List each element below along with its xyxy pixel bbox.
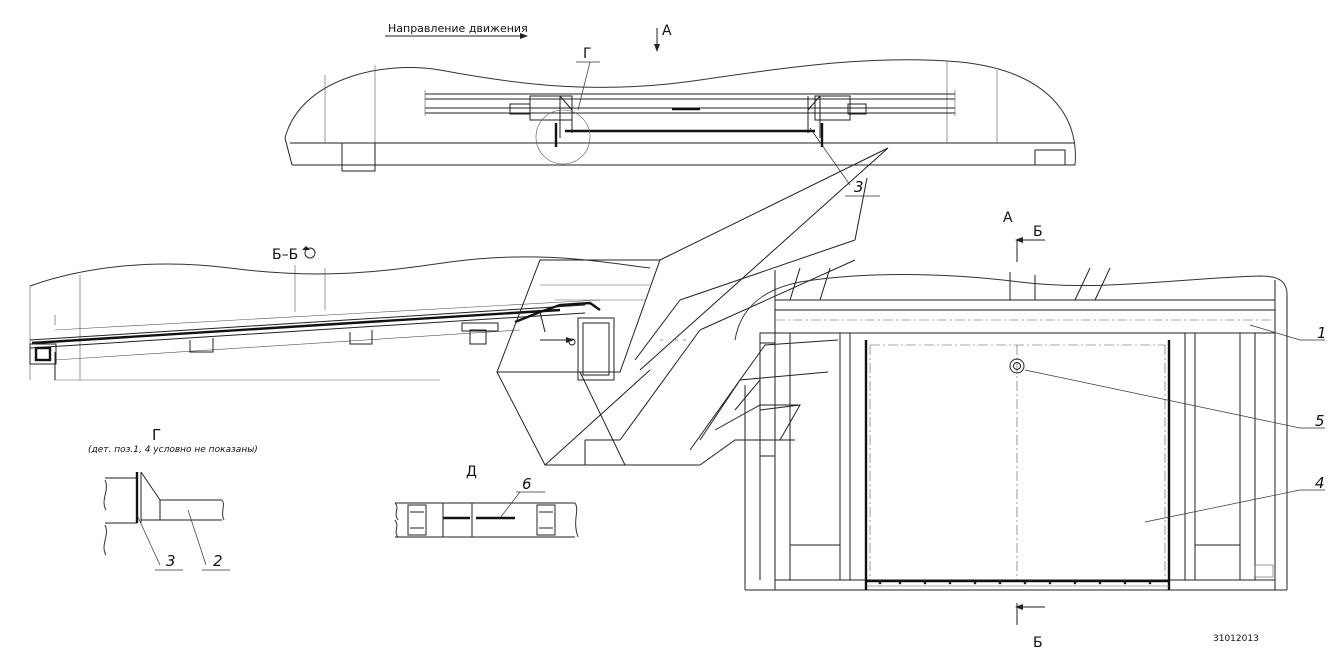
detail-g — [103, 471, 230, 571]
detail-g-top-label: Г — [583, 46, 592, 62]
callout-1: 1 — [1317, 324, 1327, 342]
cut-b-bottom-label: Б — [1033, 635, 1043, 651]
detail-d-title: Д — [466, 464, 477, 480]
right-view — [734, 237, 1325, 625]
callout-2: 2 — [213, 552, 223, 570]
callout-6: 6 — [522, 475, 532, 493]
callout-5: 5 — [1315, 412, 1325, 430]
direction-label: Направление движения — [388, 22, 528, 35]
view-a-top-label: А — [662, 23, 672, 39]
callout-3-detail: 3 — [166, 552, 176, 570]
detail-g-note: (дет. поз.1, 4 условно не показаны) — [88, 445, 258, 455]
callout-3-top: 3 — [854, 178, 864, 196]
cut-b-top-label: Б — [1033, 224, 1043, 240]
view-a-right-label: А — [1003, 210, 1013, 226]
detail-d — [394, 491, 579, 538]
detail-g-title: Г — [152, 426, 161, 444]
section-bb — [29, 246, 651, 381]
drawing-number: 31012013 — [1213, 634, 1259, 644]
section-bb-label: Б–Б — [272, 247, 298, 263]
top-view — [284, 28, 1076, 197]
section-plane-band — [496, 147, 889, 466]
rivet-row — [878, 581, 1152, 585]
callout-4: 4 — [1315, 474, 1325, 492]
